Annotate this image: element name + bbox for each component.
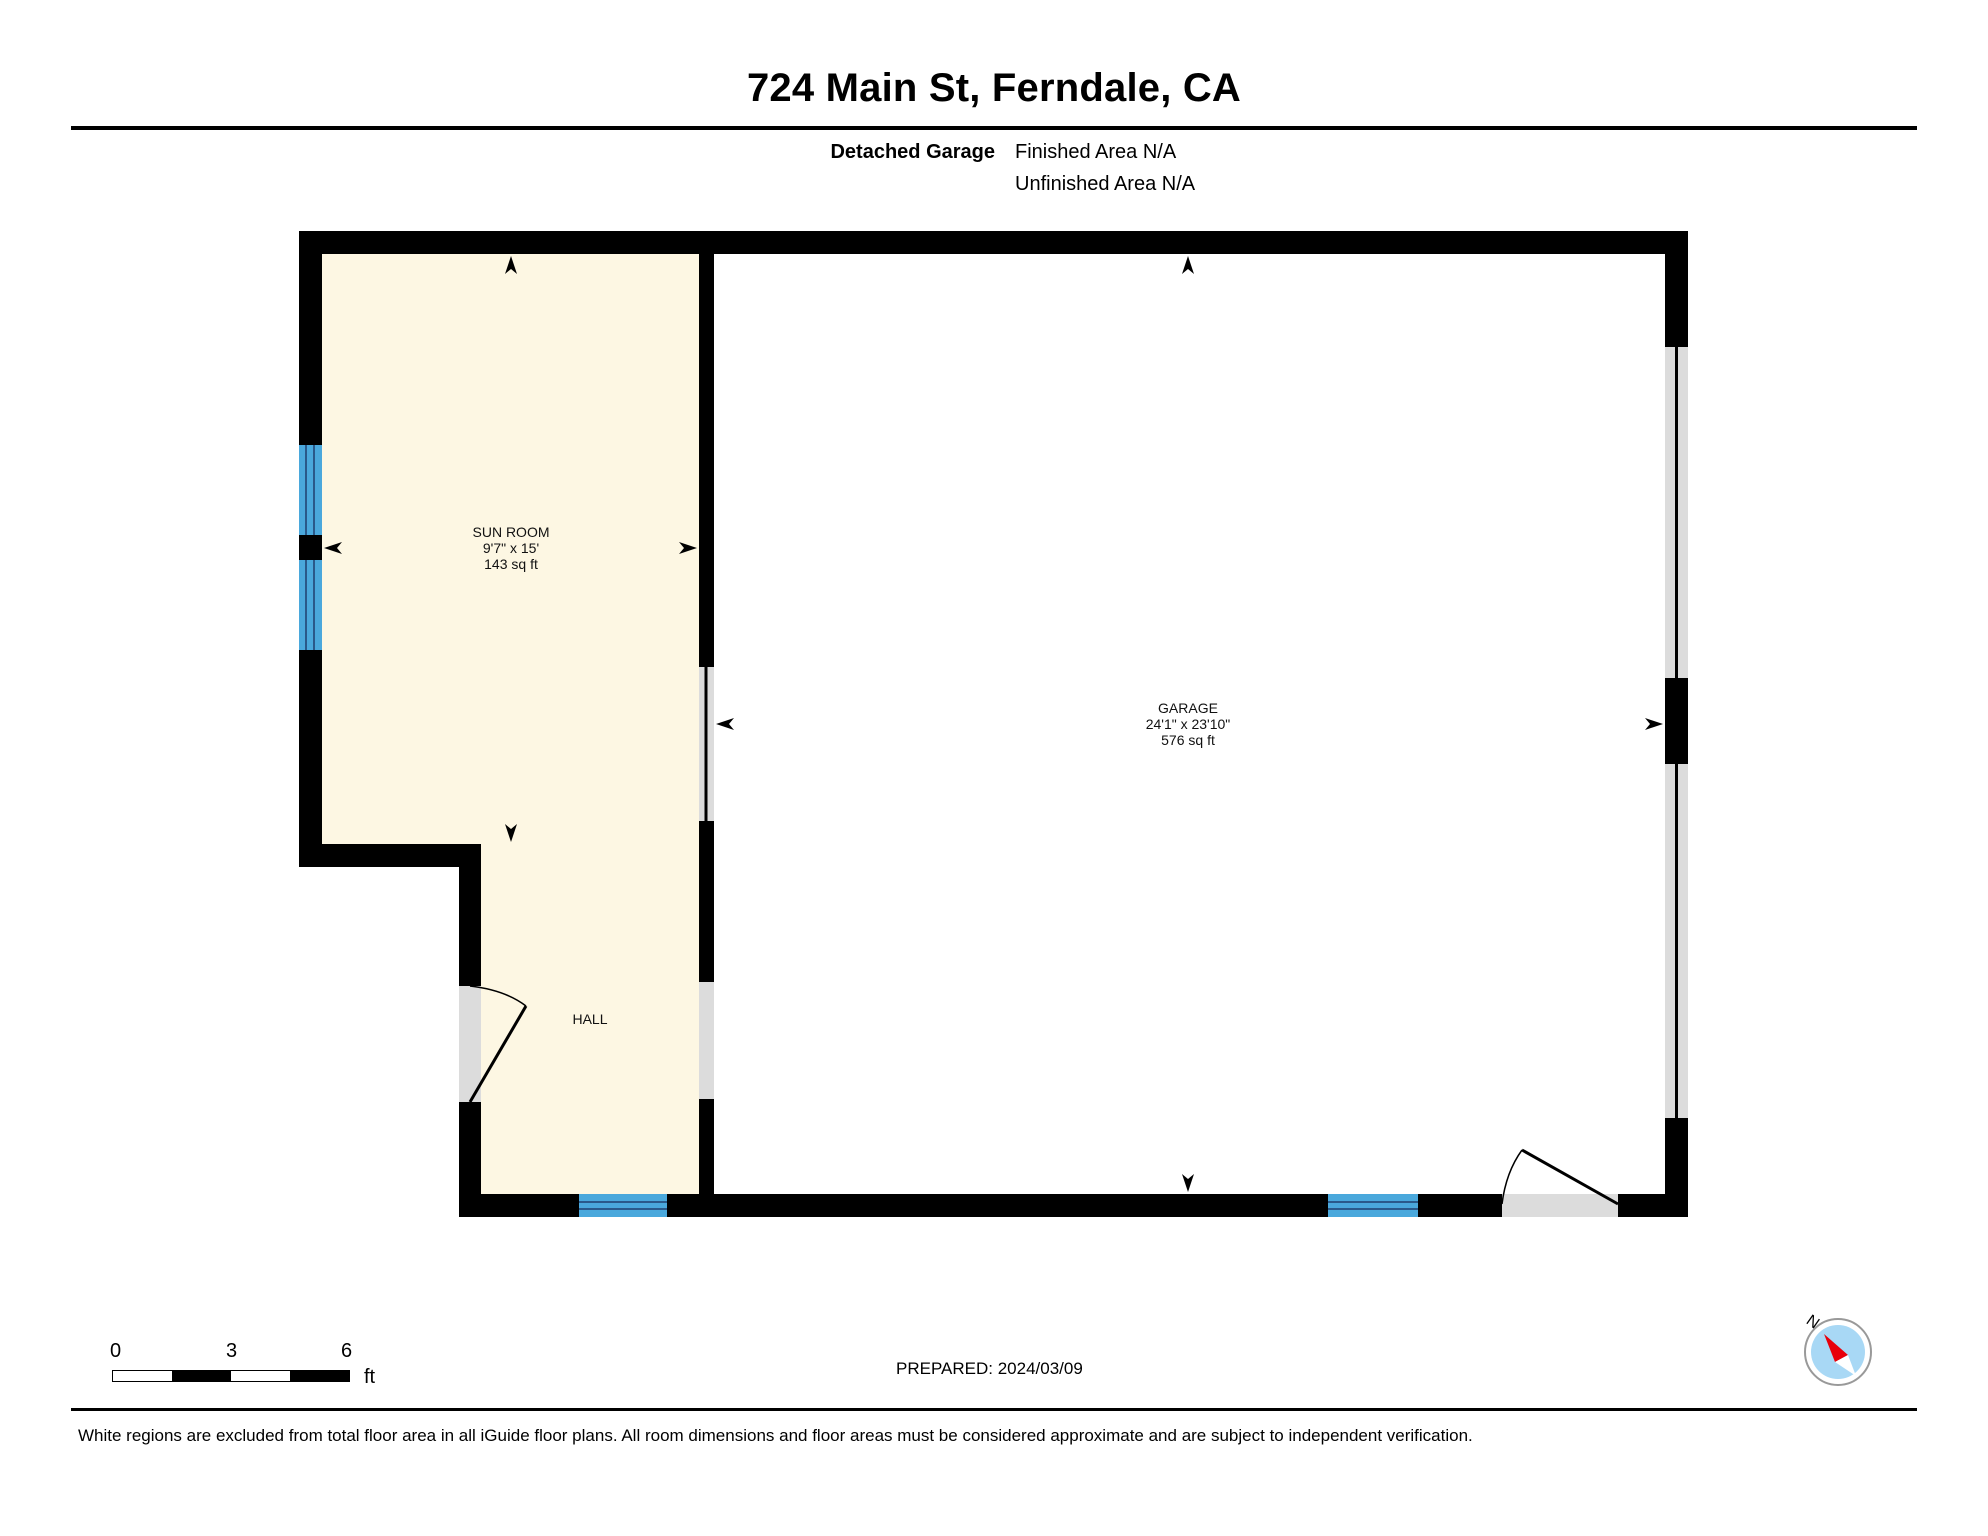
openings xyxy=(459,347,1688,1217)
scale-unit: ft xyxy=(364,1366,376,1388)
unfinished-area: Unfinished Area N/A xyxy=(1015,173,1196,195)
compass-icon: N xyxy=(1803,1312,1872,1386)
header-divider xyxy=(71,126,1917,130)
garage-fill xyxy=(714,254,1665,1194)
door-swings xyxy=(468,985,1619,1206)
garage-name: GARAGE xyxy=(1158,700,1218,716)
sun-room-area: 143 sq ft xyxy=(484,556,538,572)
sun-room-dimensions: 9'7" x 15' xyxy=(483,540,539,556)
page-title: 724 Main St, Ferndale, CA xyxy=(746,66,1242,110)
sun-room-fill xyxy=(322,254,699,1194)
building-label: Detached Garage xyxy=(830,141,995,163)
footer-divider xyxy=(71,1408,1917,1411)
disclaimer-text: White regions are excluded from total fl… xyxy=(78,1426,1473,1445)
scale-tick-3: 3 xyxy=(226,1340,238,1362)
scale-bar: 0 3 6 ft xyxy=(110,1340,410,1400)
prepared-date: PREPARED: 2024/03/09 xyxy=(896,1359,1083,1378)
finished-area: Finished Area N/A xyxy=(1015,141,1177,163)
scale-tick-6: 6 xyxy=(341,1340,353,1362)
hall-name: HALL xyxy=(572,1011,607,1027)
windows xyxy=(299,445,1418,1217)
scale-tick-0: 0 xyxy=(110,1340,122,1362)
garage-area: 576 sq ft xyxy=(1161,732,1215,748)
sun-room-name: SUN ROOM xyxy=(473,524,550,540)
dimension-arrows xyxy=(324,256,1663,1192)
scale-bar-segments xyxy=(112,1370,350,1382)
garage-dimensions: 24'1" x 23'10" xyxy=(1146,716,1231,732)
